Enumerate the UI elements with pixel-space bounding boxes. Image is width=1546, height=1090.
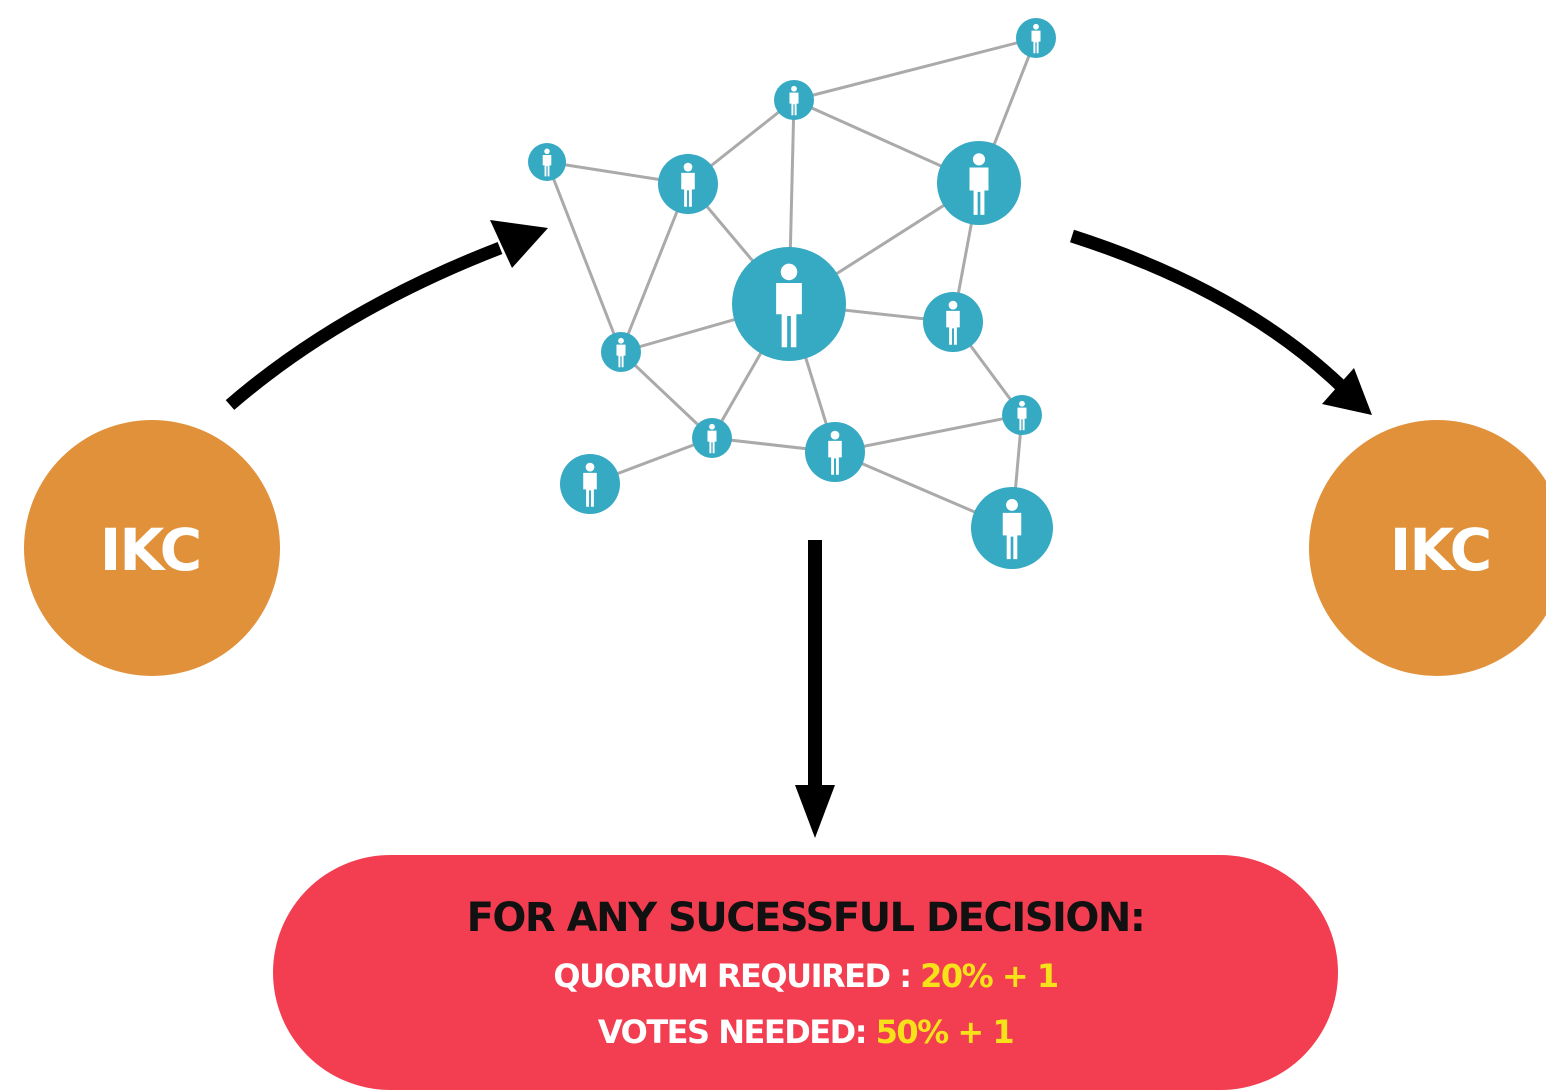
network-node <box>774 80 814 120</box>
left-ikc-circle <box>24 420 280 676</box>
network-node <box>692 418 732 458</box>
network-node <box>1016 18 1056 58</box>
decision-title: FOR ANY SUCESSFUL DECISION: <box>466 895 1146 941</box>
network-nodes <box>528 18 1056 569</box>
right-ikc-node: IKC <box>1309 420 1546 676</box>
network-node <box>658 154 718 214</box>
network-node <box>560 454 620 514</box>
network-node <box>971 487 1053 569</box>
network-edge <box>619 183 690 353</box>
arrow-network-to-right <box>1070 229 1345 390</box>
left-ikc-node: IKC <box>24 420 280 676</box>
votes-label: VOTES NEEDED: <box>597 1013 876 1051</box>
network-node <box>937 141 1021 225</box>
network-node <box>528 143 566 181</box>
network-edge <box>834 413 1023 454</box>
network-node <box>805 422 865 482</box>
arrow-left-to-network <box>225 241 503 410</box>
right-ikc-label: IKC <box>1390 516 1490 584</box>
quorum-line: QUORUM REQUIRED : 20% + 1 <box>273 957 1338 995</box>
network-node <box>732 247 846 361</box>
arrowhead-network-to-right <box>1322 368 1372 415</box>
left-ikc-label: IKC <box>100 516 200 584</box>
arrowhead-left-to-network <box>490 220 548 268</box>
votes-line: VOTES NEEDED: 50% + 1 <box>273 1013 1338 1051</box>
votes-value: 50% + 1 <box>875 1013 1015 1051</box>
network-node <box>601 332 641 372</box>
quorum-label: QUORUM REQUIRED : <box>553 957 921 995</box>
decision-box: FOR ANY SUCESSFUL DECISION: QUORUM REQUI… <box>273 855 1338 1090</box>
network-edge <box>793 36 1037 102</box>
quorum-value: 20% + 1 <box>920 957 1059 995</box>
network-node <box>1002 395 1042 435</box>
network-node <box>923 292 983 352</box>
right-ikc-circle <box>1309 420 1546 676</box>
network-edge <box>545 161 623 353</box>
arrows <box>225 220 1372 838</box>
network-edge <box>619 350 714 440</box>
arrowhead-network-to-decision <box>795 785 835 838</box>
